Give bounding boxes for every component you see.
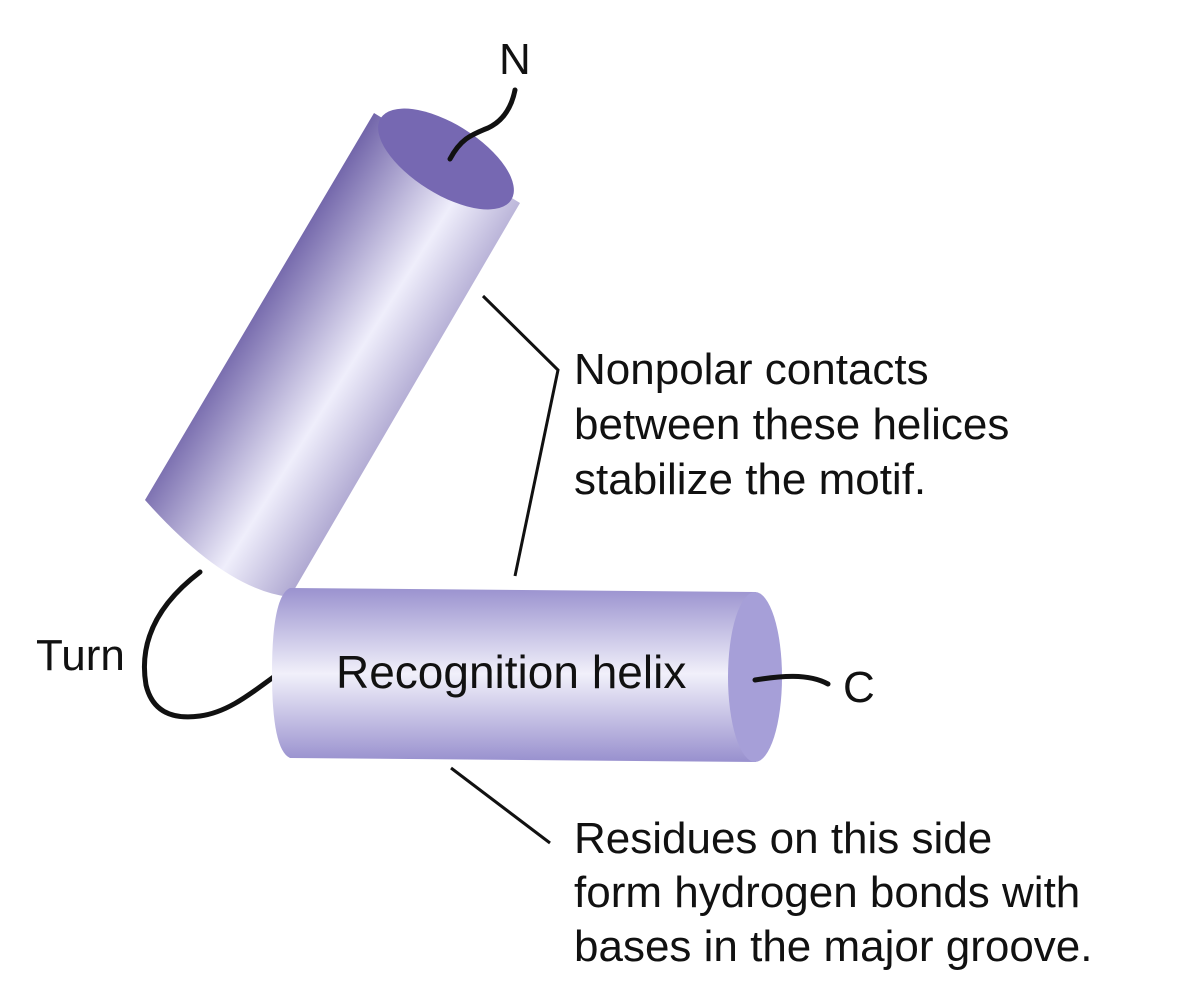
turn-backbone xyxy=(141,569,278,720)
residues-line-2: form hydrogen bonds with xyxy=(574,868,1080,917)
recognition-helix-label: Recognition helix xyxy=(336,646,686,698)
turn-label: Turn xyxy=(36,631,125,680)
nonpolar-line-2: between these helices xyxy=(574,400,1009,449)
recognition-helix-body xyxy=(272,588,756,762)
residues-leader-line xyxy=(450,766,551,845)
nonpolar-leader-line xyxy=(481,294,560,577)
n-terminus-backbone xyxy=(447,87,518,162)
residues-line-3: bases in the major groove. xyxy=(574,922,1093,971)
upper-helix-body xyxy=(145,113,520,597)
nonpolar-line-3: stabilize the motif. xyxy=(574,455,926,504)
residues-annotation: Residues on this side form hydrogen bond… xyxy=(574,814,1093,971)
nonpolar-annotation: Nonpolar contacts between these helices … xyxy=(574,345,1009,504)
recognition-helix-end-cap xyxy=(728,592,782,762)
n-terminus-label: N xyxy=(499,35,531,84)
nonpolar-line-1: Nonpolar contacts xyxy=(574,345,929,394)
c-terminus-backbone xyxy=(752,673,831,687)
residues-line-1: Residues on this side xyxy=(574,814,992,863)
upper-helix-end-cap xyxy=(378,108,514,210)
c-terminus-label: C xyxy=(843,663,875,712)
upper-helix xyxy=(145,108,520,597)
recognition-helix: Recognition helix xyxy=(272,588,782,762)
